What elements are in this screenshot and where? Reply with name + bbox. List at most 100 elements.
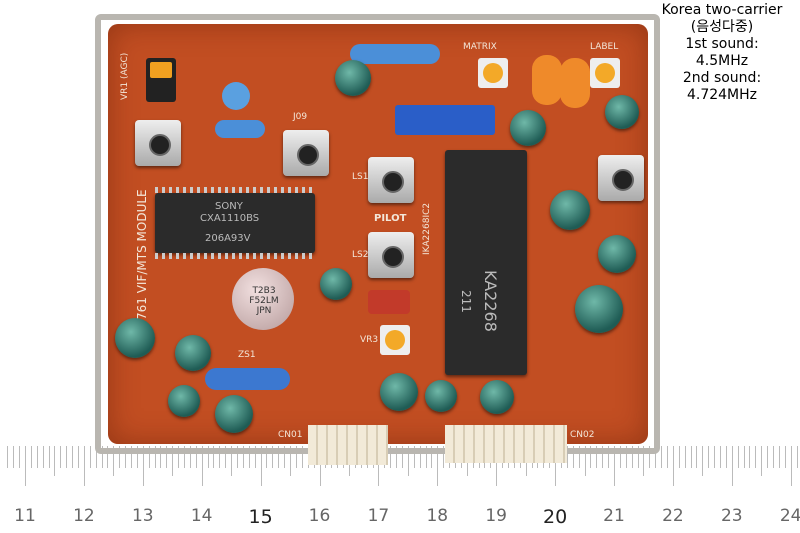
- ruler-tick: [89, 446, 91, 468]
- ruler-tick: [254, 446, 256, 468]
- electrolytic-cap: [175, 335, 211, 371]
- ruler-tick: [113, 446, 115, 476]
- ruler-number: 14: [190, 506, 213, 526]
- ruler-tick: [284, 446, 286, 468]
- ruler-tick: [101, 446, 103, 468]
- ruler-tick: [631, 446, 633, 468]
- agc-trimmer: [146, 58, 176, 102]
- ic2-code: 211: [459, 290, 473, 313]
- ruler-tick: [396, 446, 398, 468]
- ic1-cxa1110bs: SONY CXA1110BS 206A93V: [155, 187, 315, 259]
- ruler-tick: [136, 446, 138, 468]
- ruler-tick: [148, 446, 150, 468]
- ruler-number: 23: [720, 506, 743, 526]
- ruler-tick: [195, 446, 197, 468]
- annotation-line: (음성다중): [690, 19, 754, 35]
- ruler-tick: [7, 446, 9, 468]
- ruler-tick: [319, 446, 321, 486]
- electrolytic-cap: [550, 190, 590, 230]
- ruler-tick: [260, 446, 262, 486]
- ruler-number: 22: [662, 506, 684, 526]
- electrolytic-cap: [510, 110, 546, 146]
- ceramic-filter-blue: [395, 105, 495, 135]
- ruler-tick: [443, 446, 445, 468]
- ruler-number: 13: [131, 506, 154, 526]
- annotation-line: 4.5MHz: [695, 53, 749, 69]
- ruler-tick: [619, 446, 621, 468]
- ruler-tick: [596, 446, 598, 468]
- ruler-tick: [160, 446, 162, 468]
- electrolytic-cap: [598, 235, 636, 273]
- ruler-number: 16: [308, 506, 331, 526]
- trimmer-label: [590, 58, 620, 88]
- ruler-tick: [272, 446, 274, 468]
- ruler-tick: [614, 446, 615, 486]
- ruler-tick: [572, 446, 574, 468]
- ruler-tick: [237, 446, 239, 468]
- cn01-label: CN01: [278, 430, 303, 440]
- ruler-number: 12: [73, 506, 95, 526]
- electrolytic-cap: [215, 395, 253, 433]
- ruler-tick: [584, 446, 586, 476]
- coil-ls2: [368, 232, 414, 278]
- capacitor-blue-top: [350, 44, 440, 64]
- j09-label: J09: [293, 112, 308, 122]
- ruler-tick: [36, 446, 38, 468]
- ruler-tick: [213, 446, 215, 468]
- annotation-line: 4.724MHz: [686, 87, 758, 103]
- ruler-tick: [696, 446, 698, 468]
- trimmer-matrix: [478, 58, 508, 88]
- ruler-tick: [555, 446, 557, 486]
- ls2-label: LS2: [352, 250, 369, 260]
- ruler-tick: [66, 446, 68, 468]
- ruler-number: 19: [485, 506, 508, 526]
- ruler-tick: [30, 446, 32, 468]
- ruler-tick: [48, 446, 50, 468]
- ruler-tick: [166, 446, 168, 468]
- ruler-tick: [401, 446, 403, 468]
- capacitor-orange-1: [532, 55, 562, 105]
- ruler-tick: [83, 446, 85, 486]
- capacitor-red: [368, 290, 410, 314]
- ruler-tick: [708, 446, 710, 468]
- ruler-tick: [142, 446, 144, 486]
- ic1-brand: SONY: [215, 201, 243, 212]
- ic1-code: 206A93V: [205, 233, 251, 244]
- capacitor-blue-zs1: [205, 368, 290, 390]
- coil-left: [135, 120, 181, 166]
- ruler-tick: [761, 446, 763, 476]
- ruler-tick: [231, 446, 233, 476]
- ruler-tick: [678, 446, 680, 468]
- zs1-label: ZS1: [238, 350, 256, 360]
- ceramic-cap-blue: [222, 82, 250, 110]
- annotation-line: Korea two-carrier: [661, 2, 783, 18]
- ruler-tick: [714, 446, 716, 468]
- ic2-label: IKA2268IC2: [422, 202, 432, 255]
- ruler-tick: [78, 446, 79, 468]
- ruler-tick: [248, 446, 250, 468]
- ruler-tick: [743, 446, 745, 468]
- trimmer-vr3: [380, 325, 410, 355]
- ruler-tick: [725, 446, 727, 468]
- ruler-tick: [207, 446, 209, 468]
- coil-right: [598, 155, 644, 201]
- ruler-tick: [684, 446, 686, 468]
- electrolytic-cap: [380, 373, 418, 411]
- ruler-tick: [590, 446, 592, 468]
- label-label: LABEL: [590, 42, 619, 52]
- connector-cn02: [445, 425, 567, 463]
- ruler-tick: [242, 446, 244, 468]
- ruler-tick: [290, 446, 292, 476]
- electrolytic-cap: [335, 60, 371, 96]
- ruler-tick: [667, 446, 668, 468]
- electrolytic-cap: [168, 385, 200, 417]
- capacitor-orange-2: [560, 58, 590, 108]
- annotation-text: Korea two-carrier (음성다중) 1st sound: 4.5M…: [652, 2, 792, 104]
- ruler-tick: [72, 446, 74, 468]
- vr1-label: VR1 (AGC): [120, 52, 130, 100]
- ruler-tick: [437, 446, 439, 486]
- pilot-label: PILOT: [374, 213, 407, 224]
- ruler-tick: [784, 446, 786, 468]
- ruler-tick: [720, 446, 722, 468]
